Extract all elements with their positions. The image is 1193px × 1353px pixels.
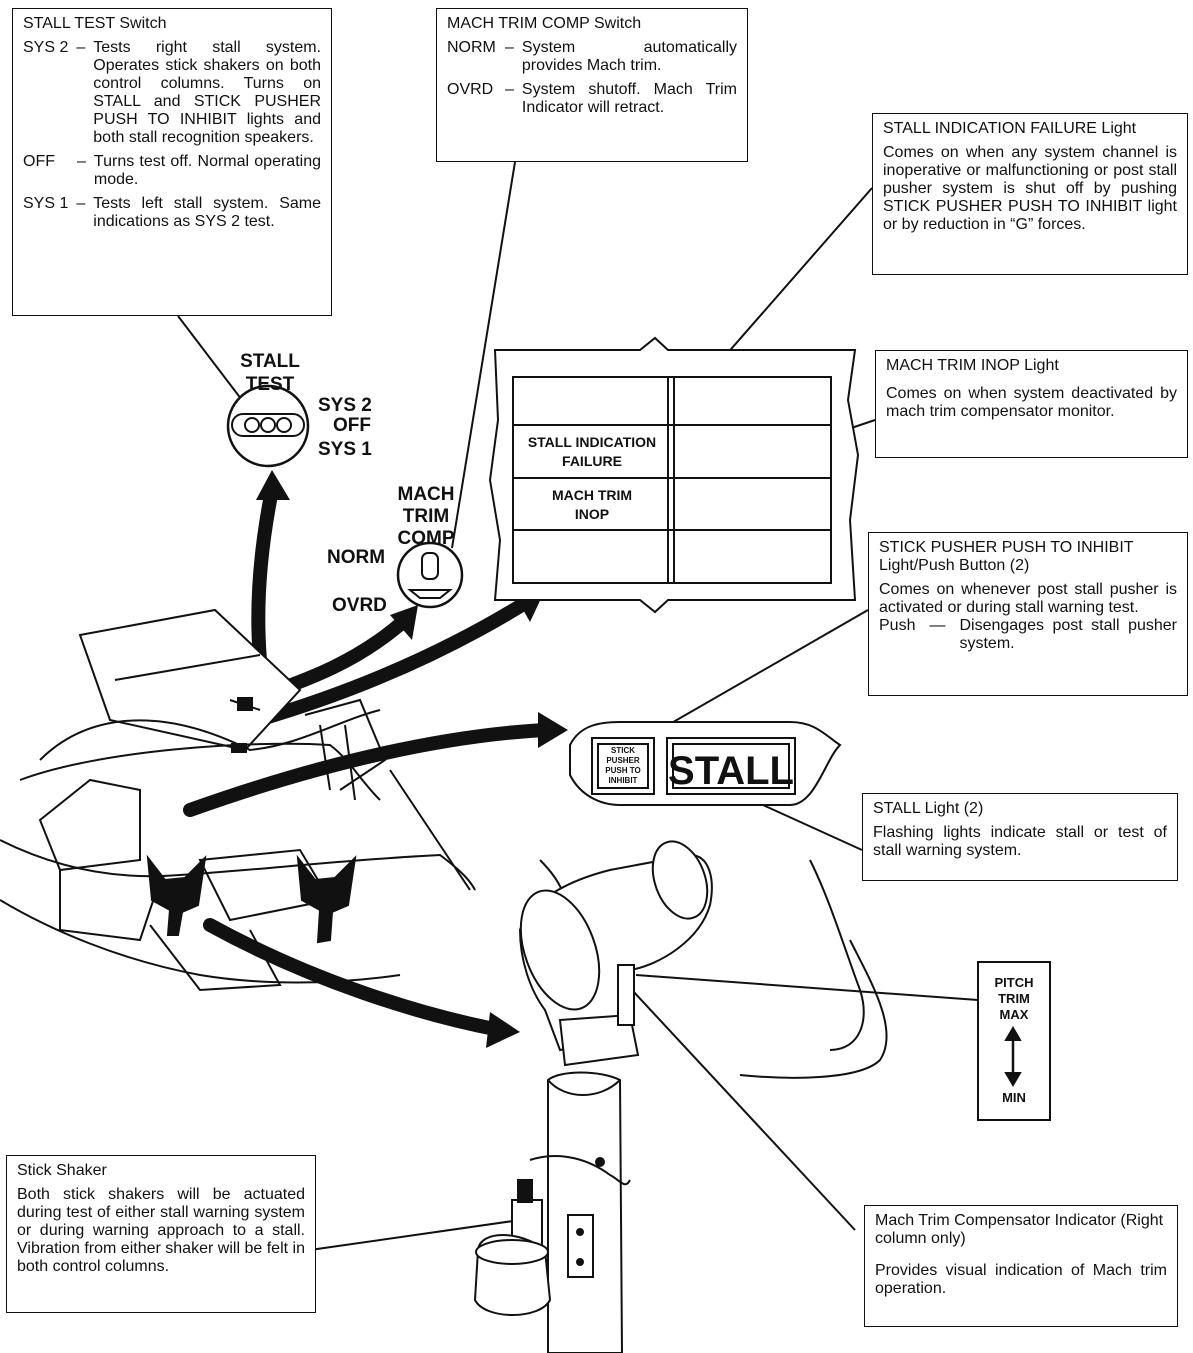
mach-trim-comp-item-text: System automatically provides Mach trim. xyxy=(522,39,737,75)
stick-shaker-title: Stick Shaker xyxy=(17,1162,305,1180)
mach-trim-indicator-title: Mach Trim Compensator Indicator (Right c… xyxy=(875,1212,1167,1248)
pusher-light-1: STICK xyxy=(611,746,635,755)
leader-stick-pusher xyxy=(642,610,868,740)
stall-light-text: Flashing lights indicate stall or test o… xyxy=(873,824,1167,860)
stick-shaker-text: Both stick shakers will be actuated duri… xyxy=(17,1186,305,1276)
mach-trim-inop-callout: MACH TRIM INOP Light Comes on when syste… xyxy=(875,350,1188,458)
stick-pusher-title: STICK PUSHER PUSH TO INHIBIT Light/Push … xyxy=(879,539,1177,575)
mach-trim-inop-text: Comes on when system deactivated by mach… xyxy=(886,385,1177,421)
stall-test-item-sys1: SYS 1 – Tests left stall system. Same in… xyxy=(23,195,321,231)
stall-test-pos-off: OFF xyxy=(333,415,371,436)
stall-test-item-text: Turns test off. Normal operating mode. xyxy=(94,153,321,189)
mach-trim-comp-item-ovrd: OVRD – System shutoff. Mach Trim Indicat… xyxy=(447,81,737,117)
stall-light-callout: STALL Light (2) Flashing lights indicate… xyxy=(862,793,1178,881)
mach-trim-comp-item-text: System shutoff. Mach Trim Indicator will… xyxy=(522,81,737,117)
stall-test-item-sys2: SYS 2 – Tests right stall system. Operat… xyxy=(23,39,321,147)
stall-light-text: STALL xyxy=(668,749,794,793)
stall-light-title: STALL Light (2) xyxy=(873,800,1167,818)
mach-trim-label-2: TRIM xyxy=(403,506,449,527)
dash: – xyxy=(69,153,94,189)
leader-stall-light xyxy=(752,800,862,850)
stick-pusher-push-text: Disengages post stall pusher system. xyxy=(959,617,1177,653)
mach-trim-comp-item-key: NORM xyxy=(447,39,497,75)
pusher-light-3: PUSH TO xyxy=(605,766,640,775)
mach-trim-inop-title: MACH TRIM INOP Light xyxy=(886,357,1177,375)
stick-pusher-callout: STICK PUSHER PUSH TO INHIBIT Light/Push … xyxy=(868,532,1188,696)
mach-trim-comp-callout: MACH TRIM COMP Switch NORM – System auto… xyxy=(436,8,748,162)
mach-trim-label-3: COMP xyxy=(398,528,455,549)
mach-trim-comp-item-key: OVRD xyxy=(447,81,497,117)
mach-trim-comp-callout-title: MACH TRIM COMP Switch xyxy=(447,15,737,33)
mach-trim-comp-item-norm: NORM – System automatically provides Mac… xyxy=(447,39,737,75)
arrow-to-stall-test xyxy=(258,490,272,660)
stick-pusher-push-key: Push xyxy=(879,617,915,653)
mach-trim-switch-graphic xyxy=(398,543,462,607)
dash: – xyxy=(497,39,522,75)
dash: – xyxy=(68,39,93,147)
stall-test-callout: STALL TEST Switch SYS 2 – Tests right st… xyxy=(12,8,332,316)
annunciator-stall-ind-2: FAILURE xyxy=(562,453,622,469)
flow-arrows xyxy=(190,490,545,1030)
mach-trim-indicator-callout: Mach Trim Compensator Indicator (Right c… xyxy=(864,1205,1178,1327)
stall-test-callout-title: STALL TEST Switch xyxy=(23,15,321,33)
stall-test-pos-sys2: SYS 2 xyxy=(318,395,372,416)
control-column-sketch xyxy=(475,834,887,1353)
arrow-to-column xyxy=(210,925,500,1030)
mach-trim-pos-ovrd: OVRD xyxy=(332,595,387,616)
stall-test-item-off: OFF – Turns test off. Normal operating m… xyxy=(23,153,321,189)
stall-test-item-key: SYS 2 xyxy=(23,39,68,147)
pitch-trim-label-4: MIN xyxy=(1002,1090,1026,1105)
dash: – xyxy=(497,81,522,117)
pusher-light-2: PUSHER xyxy=(606,756,640,765)
dash: – xyxy=(68,195,93,231)
annunciator-mach-trim-1: MACH TRIM xyxy=(552,487,632,503)
pitch-trim-label-3: MAX xyxy=(1000,1007,1029,1022)
stick-pusher-push-row: Push — Disengages post stall pusher syst… xyxy=(879,617,1177,653)
annunciator-mach-trim-2: INOP xyxy=(575,506,609,522)
mach-trim-label-1: MACH xyxy=(398,484,455,505)
leader-stall-test xyxy=(178,316,248,408)
stall-test-item-text: Tests right stall system. Operates stick… xyxy=(93,39,321,147)
control-yokes xyxy=(148,858,355,942)
annunciator-panel-frame xyxy=(490,338,858,612)
annunciator-stall-ind-1: STALL INDICATION xyxy=(528,434,656,450)
pitch-trim-label-1: PITCH xyxy=(995,975,1034,990)
stall-indication-failure-callout: STALL INDICATION FAILURE Light Comes on … xyxy=(872,113,1188,275)
stall-test-switch-graphic xyxy=(228,386,308,466)
leader-pitch-trim xyxy=(636,975,978,1000)
pitch-trim-label-2: TRIM xyxy=(998,991,1030,1006)
leader-mach-trim-indicator xyxy=(632,990,855,1230)
stall-test-pos-sys1: SYS 1 xyxy=(318,439,372,460)
stick-pusher-text: Comes on whenever post stall pusher is a… xyxy=(879,581,1177,617)
stall-test-item-text: Tests left stall system. Same indication… xyxy=(93,195,321,231)
stall-test-label-1: STALL xyxy=(240,351,300,372)
stall-test-item-key: SYS 1 xyxy=(23,195,68,231)
mach-trim-indicator-text: Provides visual indication of Mach trim … xyxy=(875,1262,1167,1298)
stall-test-item-key: OFF xyxy=(23,153,69,189)
dash: — xyxy=(915,617,959,653)
stall-test-label-2: TEST xyxy=(246,374,295,395)
stick-shaker-callout: Stick Shaker Both stick shakers will be … xyxy=(6,1155,316,1313)
pusher-light-4: INHIBIT xyxy=(609,776,638,785)
stall-indication-failure-title: STALL INDICATION FAILURE Light xyxy=(883,120,1177,138)
mach-trim-pos-norm: NORM xyxy=(327,547,385,568)
stall-indication-failure-text: Comes on when any system channel is inop… xyxy=(883,144,1177,234)
